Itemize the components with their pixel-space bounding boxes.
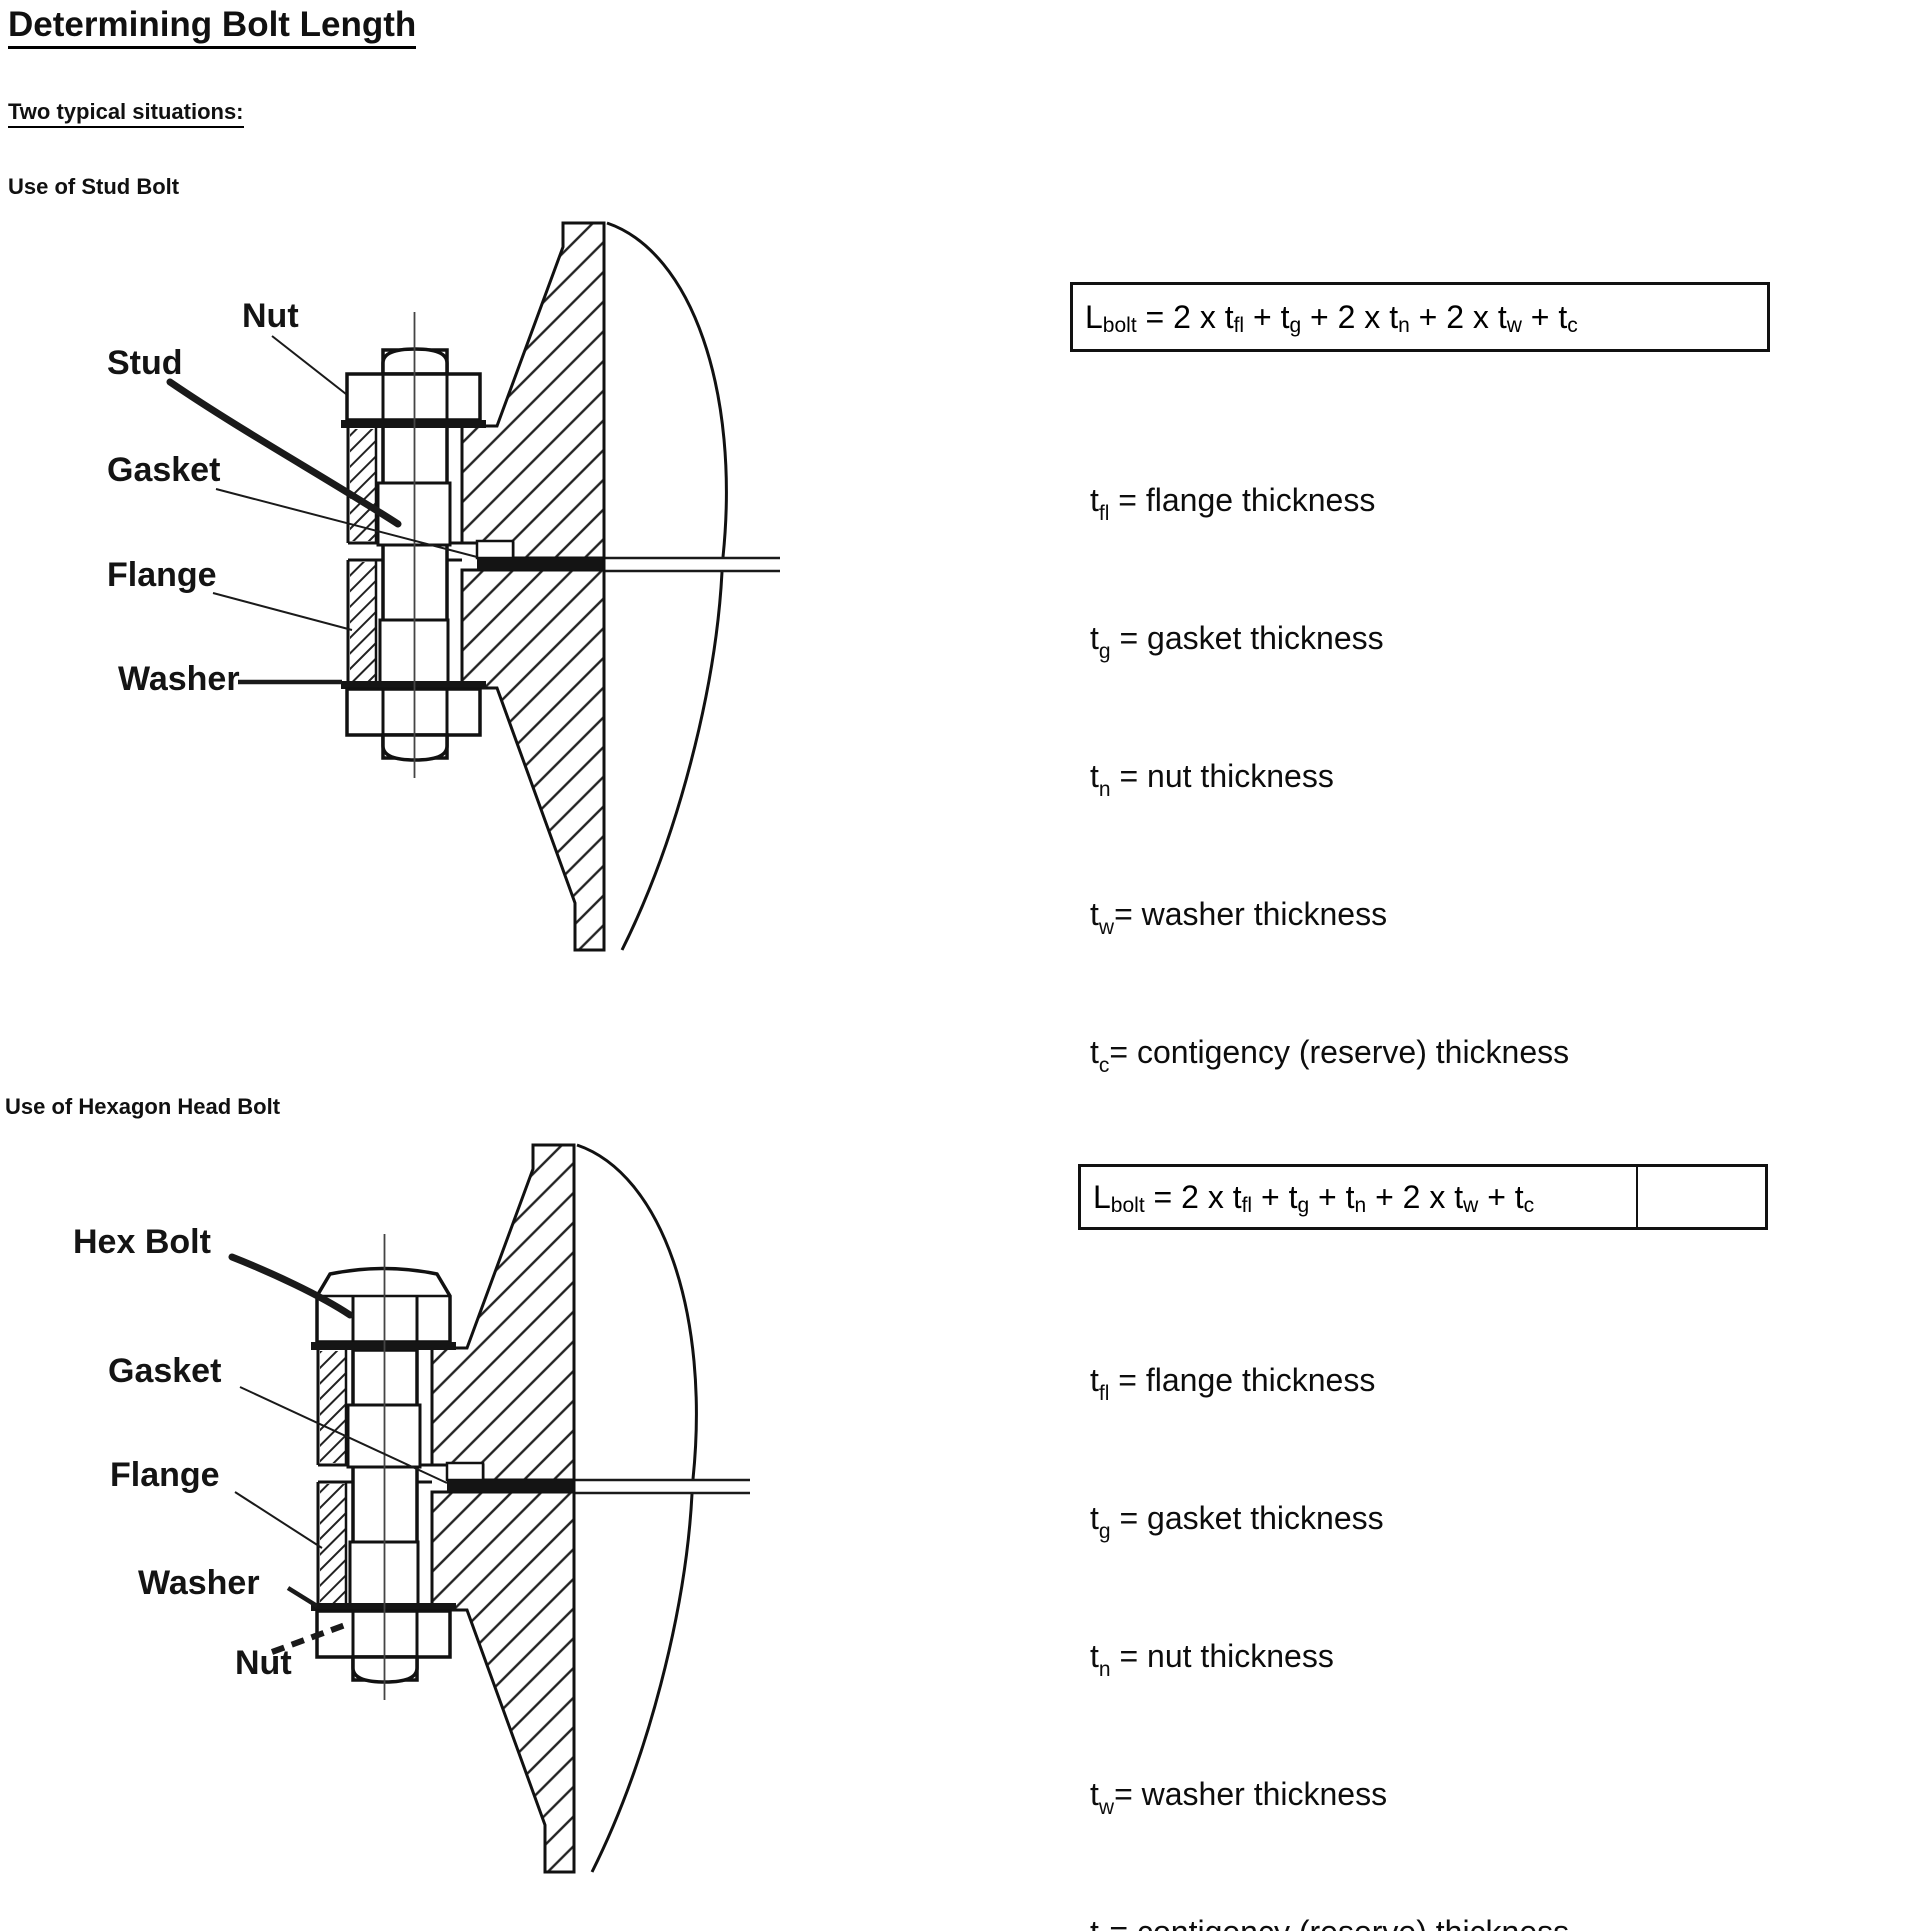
gasket-section [447,1480,574,1492]
definition-tfl: tfl = flange thickness [1090,482,1376,525]
page-subtitle: Two typical situations: [8,99,244,128]
label-gasket: Gasket [107,451,220,489]
vessel-body [430,1143,750,1874]
leader-lines [228,1253,448,1655]
vessel-head-arc-lower [620,571,724,951]
formula-lhs: L [1085,298,1103,335]
definitions-list-1: tfl = flange thickness tg = gasket thick… [1090,394,1569,1158]
bottom-nut [345,687,482,737]
table-cell-divider [1636,1167,1638,1227]
label-flange: Flange [110,1456,220,1494]
page-title: Determining Bolt Length [8,5,417,49]
bottom-nut [315,1609,452,1659]
label-flange: Flange [107,556,217,594]
definition-tc: tc= contigency (reserve) thickness [1090,1034,1570,1077]
top-nut [345,372,482,422]
definition-tg: tg = gasket thickness [1090,620,1384,663]
formula-lhs: L [1093,1178,1111,1215]
definition-tfl: tfl = flange thickness [1090,1362,1376,1405]
definition-tw: tw= washer thickness [1090,896,1388,939]
hex-bolt-assembly [311,1234,456,1700]
stud-bolt-assembly [341,312,486,778]
vessel-head-arc-upper [576,1143,698,1480]
vessel-body [460,221,780,952]
bottom-washer [341,681,486,689]
definition-tn: tn = nut thickness [1090,1638,1334,1681]
label-washer: Washer [138,1564,260,1602]
vessel-head-arc-upper [606,221,728,558]
label-gasket: Gasket [108,1352,221,1390]
label-washer: Washer [118,660,240,698]
definitions-list-2: tfl = flange thickness tg = gasket thick… [1090,1274,1569,1931]
definition-tn: tn = nut thickness [1090,758,1334,801]
label-hex-bolt: Hex Bolt [73,1223,211,1261]
label-nut: Nut [242,297,299,335]
gasket-section [477,558,604,570]
hex-bolt-diagram: Hex Bolt Gasket Flange Washer Nut [73,1143,750,1874]
raised-face-step [475,539,515,560]
definition-tw: tw= washer thickness [1090,1776,1388,1819]
vessel-head-arc-lower [590,1493,694,1873]
definition-tc: tc= contigency (reserve) thickness [1090,1900,1569,1931]
section1-heading: Use of Stud Bolt [8,174,180,199]
raised-face-step [445,1461,485,1482]
top-washer [341,420,486,428]
definition-tg: tg = gasket thickness [1090,1500,1384,1543]
top-washer [311,1342,456,1350]
stud-bolt-diagram: Nut Stud Gasket Flange Washer [107,221,780,952]
leader-lines [166,335,478,685]
section2-heading: Use of Hexagon Head Bolt [5,1094,281,1119]
label-nut: Nut [235,1644,292,1682]
label-stud: Stud [107,344,183,382]
bottom-washer [311,1603,456,1611]
